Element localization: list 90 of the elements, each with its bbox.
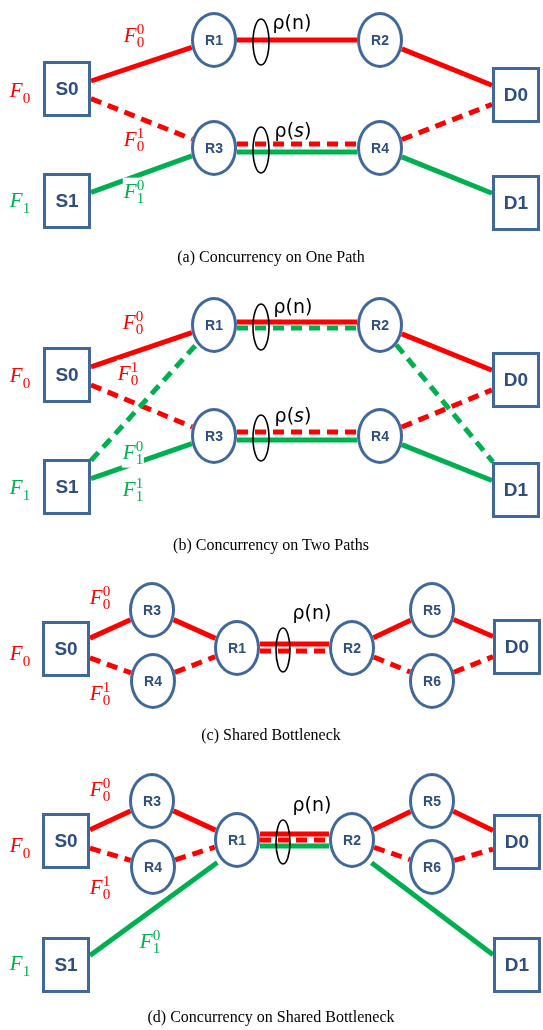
link-line [373, 845, 411, 862]
rate-label: ρ(n) [292, 602, 332, 622]
link-line [89, 845, 132, 863]
router-node: R6 [409, 839, 455, 895]
host-box: S0 [43, 61, 91, 117]
link-line [237, 141, 357, 147]
router-node: R1 [191, 297, 237, 353]
link-line [400, 154, 493, 196]
link-line [452, 809, 495, 833]
rate-label: ρ(n) [292, 794, 332, 814]
router-node: R2 [329, 620, 375, 676]
rate-label: ρ(n) [272, 12, 312, 32]
link-line [370, 860, 495, 957]
host-box: D0 [492, 67, 540, 123]
subfigure-caption: (b) Concurrency on Two Paths [173, 537, 369, 553]
host-box: S1 [43, 459, 91, 515]
router-node: R2 [357, 12, 403, 68]
link-line [172, 808, 217, 833]
link-line [90, 330, 193, 370]
host-box: S0 [42, 813, 90, 869]
router-node: R1 [214, 812, 260, 868]
host-box: D0 [493, 814, 541, 870]
flow-label: F$_{1}$ [8, 190, 32, 216]
host-box: D1 [492, 462, 540, 518]
link-line [237, 149, 357, 155]
link-line [453, 846, 494, 863]
router-node: R3 [129, 773, 175, 829]
link-line [452, 654, 494, 675]
host-box: S0 [43, 347, 91, 403]
flow-label: F$_{1}$ [8, 477, 32, 503]
link-line [394, 343, 495, 464]
link-line [237, 437, 357, 443]
subfigure-caption: (a) Concurrency on One Path [177, 249, 365, 265]
host-box: S1 [42, 937, 90, 993]
router-node: R3 [191, 408, 237, 464]
link-line [372, 809, 412, 832]
host-box: D1 [493, 937, 541, 993]
flow-label: F$_{0}$ [8, 643, 32, 669]
router-node: R4 [130, 653, 176, 709]
link-line [173, 654, 217, 675]
router-node: R3 [191, 120, 237, 176]
host-box: S1 [43, 173, 91, 229]
link-line [237, 325, 357, 331]
link-line [400, 331, 493, 373]
link-line [172, 617, 217, 641]
link-line [90, 153, 193, 195]
host-box: D0 [493, 619, 541, 675]
router-node: R5 [409, 582, 455, 638]
link-line [400, 387, 493, 430]
link-line [89, 342, 199, 463]
rate-label: ρ(n) [273, 296, 313, 316]
rate-label: ρ(s) [274, 405, 312, 425]
rate-label: ρ(s) [274, 120, 312, 140]
router-node: R6 [409, 653, 455, 709]
flow-label: F$_{1}$ [8, 953, 32, 979]
host-box: D0 [492, 352, 540, 408]
router-node: R4 [357, 120, 403, 176]
link-line [372, 654, 412, 675]
router-node: R1 [214, 620, 260, 676]
link-line [400, 46, 493, 88]
router-node: R1 [191, 12, 237, 68]
link-line [452, 617, 494, 639]
router-node: R2 [357, 297, 403, 353]
router-node: R3 [129, 582, 175, 638]
router-node: R5 [409, 773, 455, 829]
link-line [260, 843, 329, 849]
link-line [90, 45, 193, 84]
link-line [401, 102, 493, 142]
flow-label: F$_{0}$ [8, 835, 32, 861]
link-line [88, 617, 132, 641]
host-box: S0 [42, 621, 90, 677]
flow-label: F$_{0}$ [8, 80, 32, 106]
link-line [237, 429, 357, 435]
link-line [88, 808, 132, 833]
router-node: R2 [329, 812, 375, 868]
flow-label: F$_{0}$ [8, 365, 32, 391]
host-box: D1 [492, 175, 540, 231]
router-node: R4 [357, 408, 403, 464]
link-line [260, 641, 329, 647]
link-line [260, 831, 329, 837]
subfigure-caption: (c) Shared Bottleneck [201, 727, 341, 743]
link-line [90, 441, 193, 482]
link-line [237, 319, 357, 325]
router-node: R4 [130, 839, 176, 895]
link-line [372, 617, 412, 641]
link-line [174, 844, 216, 863]
subfigure-caption: (d) Concurrency on Shared Bottleneck [147, 1009, 395, 1025]
link-line [88, 860, 219, 958]
link-line [89, 655, 132, 676]
link-line [400, 442, 493, 483]
